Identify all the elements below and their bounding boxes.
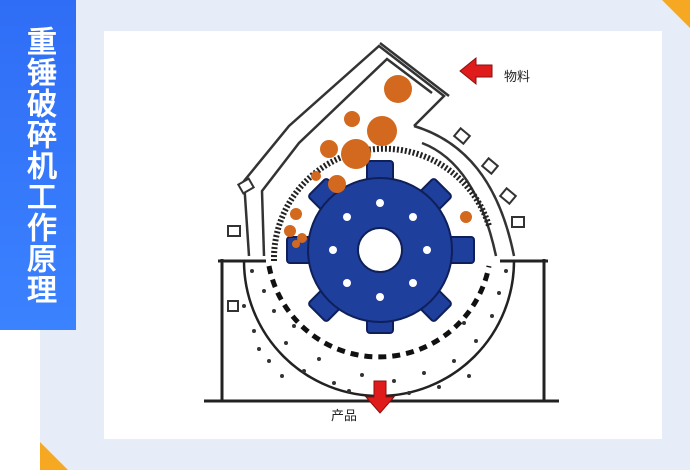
corner-decoration-top-right bbox=[662, 0, 690, 28]
grate-bars bbox=[266, 265, 492, 360]
corner-decoration-bottom-left bbox=[40, 442, 68, 470]
crushed-particles bbox=[242, 269, 508, 395]
rotor bbox=[286, 160, 475, 334]
material-label: 物料 bbox=[504, 70, 531, 85]
housing-bolts bbox=[227, 126, 525, 312]
page-title: 重锤破碎机工作原理 bbox=[21, 25, 56, 305]
title-bar: 重锤破碎机工作原理 bbox=[0, 0, 76, 330]
material-lumps bbox=[284, 75, 472, 248]
diagram-panel: 物料 产品 bbox=[104, 31, 662, 439]
arrow-left-icon bbox=[459, 56, 493, 86]
product-label: 产品 bbox=[331, 409, 358, 424]
arrow-down-icon bbox=[364, 380, 396, 414]
hammer-crusher-diagram bbox=[204, 42, 559, 414]
rotor-shaft bbox=[357, 227, 403, 273]
